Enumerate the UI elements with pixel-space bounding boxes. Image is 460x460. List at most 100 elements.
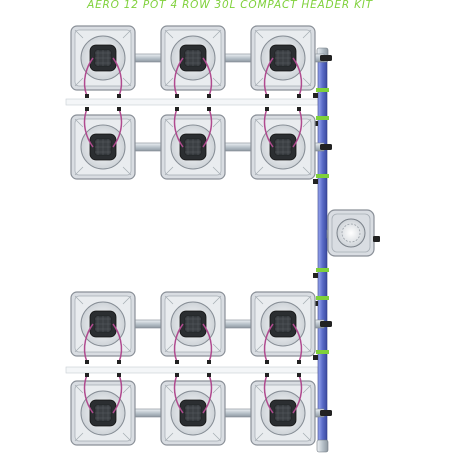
dripper-line: [202, 57, 213, 97]
dripper-line: [83, 108, 94, 148]
header-connector: [316, 350, 329, 354]
connector-clip: [313, 93, 318, 98]
pot-r2-c2: [160, 107, 226, 180]
dripper-line: [112, 374, 123, 414]
dripper-stake: [207, 94, 211, 98]
dripper-stake: [297, 107, 301, 111]
pot-bevel: [254, 77, 264, 87]
pot-r2-c3: [250, 107, 316, 180]
dripper-stake: [117, 360, 121, 364]
pot-bevel: [212, 343, 222, 353]
valve-fitting: [320, 321, 332, 327]
dripper-stake: [207, 373, 211, 377]
dripper-line: [112, 323, 123, 363]
pot-bevel: [122, 118, 132, 128]
pot-bevel: [74, 295, 84, 305]
pot-bevel: [164, 29, 174, 39]
pot-bevel: [164, 166, 174, 176]
pot-bevel: [164, 295, 174, 305]
header-connector: [316, 116, 329, 120]
dripper-stake: [175, 373, 179, 377]
dripper-stake: [207, 107, 211, 111]
pot-r2-c1: [70, 107, 136, 180]
pot-bevel: [302, 384, 312, 394]
pot-bevel: [254, 432, 264, 442]
dripper-line: [292, 323, 303, 363]
dripper-stake: [297, 373, 301, 377]
dripper-line: [202, 374, 213, 414]
pot-bevel: [302, 29, 312, 39]
pot-bevel: [254, 29, 264, 39]
dripper-stake: [117, 373, 121, 377]
dripper-stake: [85, 94, 89, 98]
dripper-stake: [85, 360, 89, 364]
pot-bevel: [122, 77, 132, 87]
pot-r4-c3: [250, 373, 316, 446]
valve-fitting: [320, 144, 332, 150]
dripper-stake: [297, 360, 301, 364]
dripper-line: [292, 57, 303, 97]
header-connector: [316, 296, 329, 300]
pot-r3-c2: [160, 291, 226, 364]
dripper-line: [83, 57, 94, 97]
pot-bevel: [212, 384, 222, 394]
row-divider: [65, 98, 319, 106]
pot-bevel: [74, 432, 84, 442]
pot-bevel: [302, 77, 312, 87]
pot-bevel: [212, 118, 222, 128]
dripper-stake: [85, 373, 89, 377]
header-connector: [316, 268, 329, 272]
kit-title: AERO 12 POT 4 ROW 30L COMPACT HEADER KIT: [87, 0, 373, 11]
header-connector: [316, 174, 329, 178]
dripper-stake: [265, 107, 269, 111]
header-connector: [316, 88, 329, 92]
dripper-line: [263, 57, 274, 97]
valve-fitting: [320, 55, 332, 61]
connector-clip: [313, 179, 318, 184]
valve-fitting: [320, 410, 332, 416]
pot-bevel: [164, 432, 174, 442]
tank-rim: [331, 213, 371, 253]
pot-bevel: [254, 166, 264, 176]
dripper-line: [173, 57, 184, 97]
pot-bevel: [212, 295, 222, 305]
pot-bevel: [122, 432, 132, 442]
dripper-line: [83, 323, 94, 363]
pot-bevel: [302, 118, 312, 128]
pot-bevel: [122, 343, 132, 353]
dripper-line: [292, 374, 303, 414]
dripper-stake: [297, 94, 301, 98]
dripper-line: [263, 108, 274, 148]
tank-lid-ring: [341, 223, 361, 243]
dripper-line: [173, 323, 184, 363]
pot-bevel: [122, 29, 132, 39]
pot-r4-c1: [70, 373, 136, 446]
connector-clip: [313, 273, 318, 278]
pot-bevel: [74, 77, 84, 87]
pot-bevel: [74, 384, 84, 394]
pot-bevel: [164, 118, 174, 128]
pot-bevel: [212, 432, 222, 442]
pot-r1-c1: [70, 25, 136, 98]
reservoir-tank: [327, 209, 380, 257]
pot-r3-c1: [70, 291, 136, 364]
dripper-line: [173, 374, 184, 414]
pot-r4-c2: [160, 373, 226, 446]
dripper-stake: [85, 107, 89, 111]
dripper-stake: [117, 94, 121, 98]
dripper-stake: [265, 373, 269, 377]
pot-bevel: [302, 432, 312, 442]
dripper-stake: [175, 94, 179, 98]
pot-bevel: [212, 29, 222, 39]
pot-bevel: [254, 118, 264, 128]
pot-bevel: [74, 29, 84, 39]
pot-bevel: [122, 166, 132, 176]
pot-bevel: [122, 384, 132, 394]
dripper-stake: [117, 107, 121, 111]
pot-bevel: [74, 118, 84, 128]
pot-bevel: [254, 295, 264, 305]
tank-lid: [336, 218, 366, 248]
header-cap-bottom: [316, 439, 329, 453]
row-divider: [65, 366, 319, 374]
